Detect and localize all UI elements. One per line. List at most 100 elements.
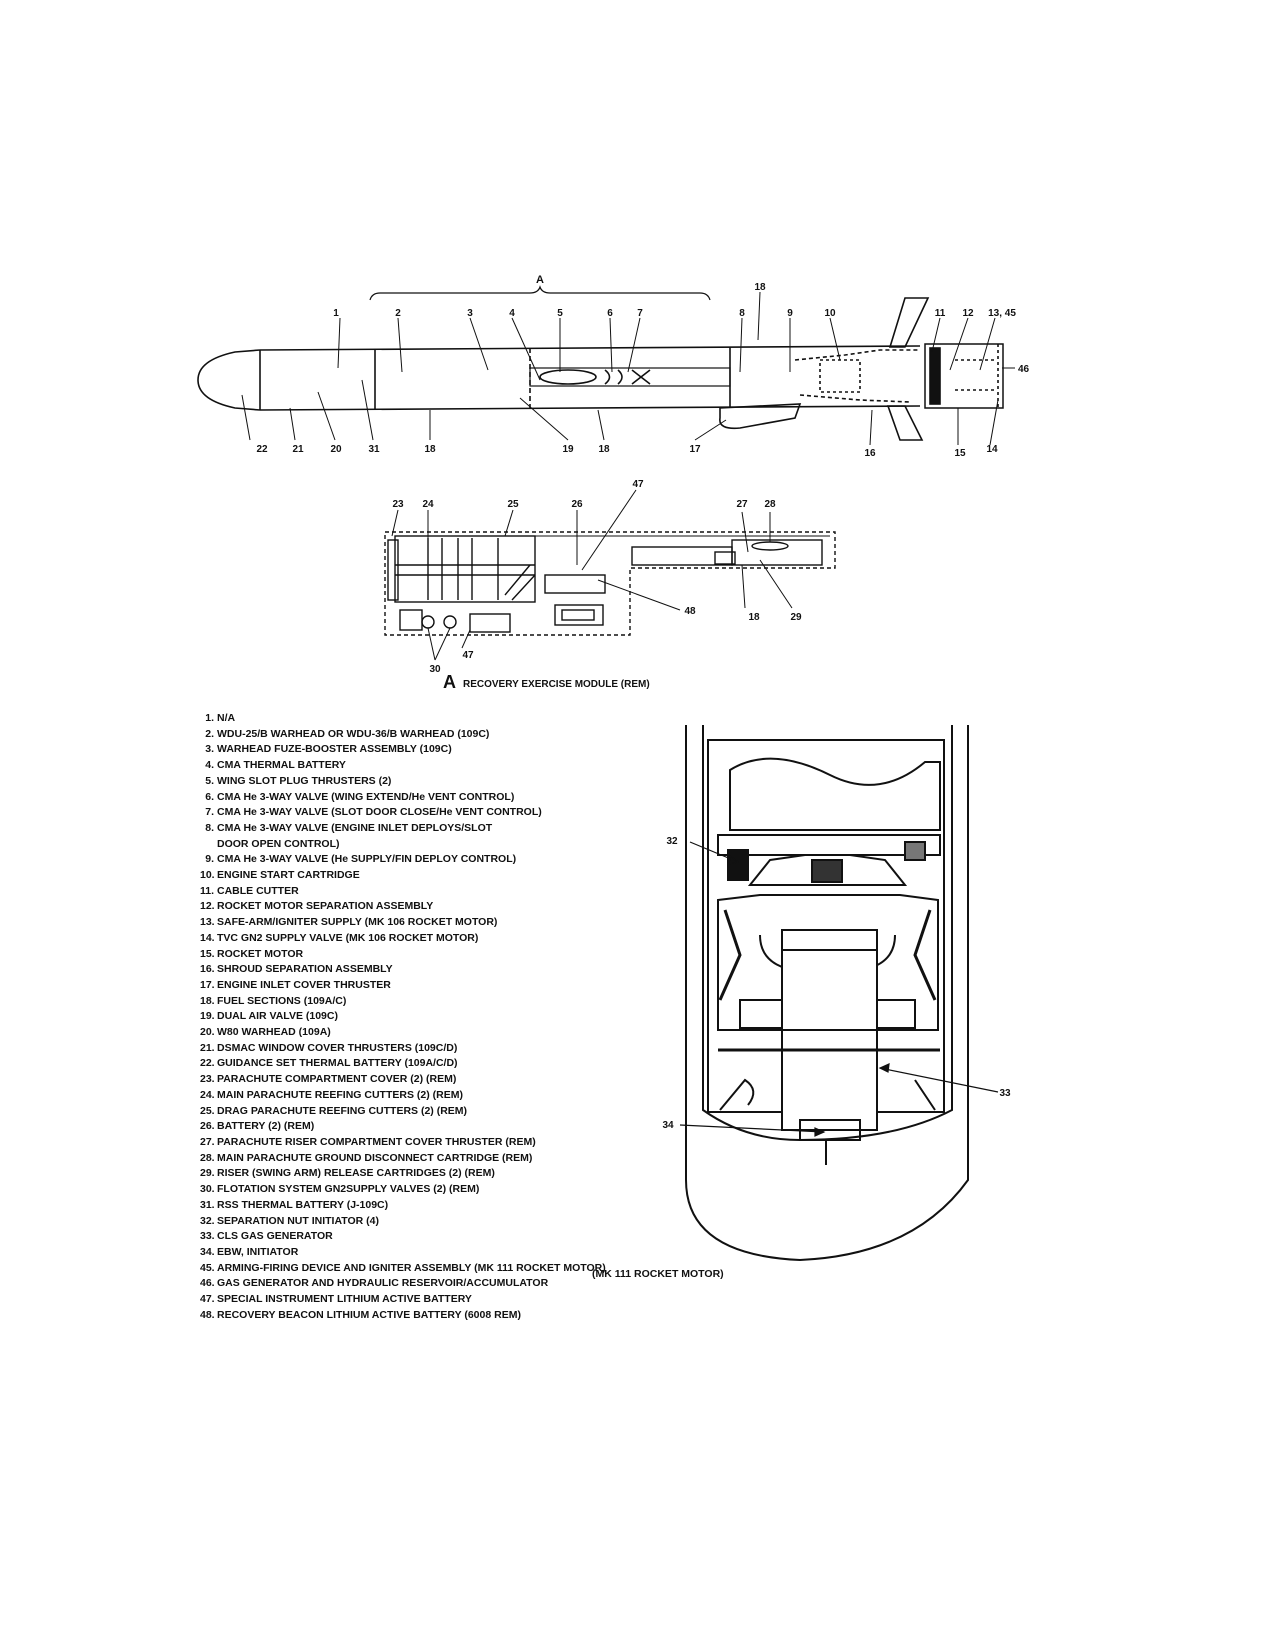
legend-item: 17.ENGINE INLET COVER THRUSTER xyxy=(200,978,391,991)
fin-top xyxy=(888,297,930,348)
legend-item: 34.EBW, INITIATOR xyxy=(200,1245,299,1258)
legend-item: 25.DRAG PARACHUTE REEFING CUTTERS (2) (R… xyxy=(200,1104,468,1117)
callout-23: 23 xyxy=(392,499,404,510)
callout-6: 6 xyxy=(607,308,613,319)
callout-11: 11 xyxy=(935,308,946,319)
callout-21: 21 xyxy=(292,444,304,455)
legend-item: 3.WARHEAD FUZE-BOOSTER ASSEMBLY (109C) xyxy=(205,743,452,756)
legend-item: 15.ROCKET MOTOR xyxy=(200,947,304,960)
legend-item: 9.CMA He 3-WAY VALVE (He SUPPLY/FIN DEPL… xyxy=(205,853,517,866)
legend-item: 12.ROCKET MOTOR SEPARATION ASSEMBLY xyxy=(200,900,434,913)
legend-item: 2.WDU-25/B WARHEAD OR WDU-36/B WARHEAD (… xyxy=(205,727,490,740)
callout-10: 10 xyxy=(824,308,836,319)
rocket-motor xyxy=(924,343,1004,409)
legend-item: 6.CMA He 3-WAY VALVE (WING EXTEND/He VEN… xyxy=(205,790,515,803)
callout-13-45: 13, 45 xyxy=(988,308,1016,319)
callout-3: 3 xyxy=(467,308,473,319)
wing-slot-plug xyxy=(539,369,597,385)
callout-34: 34 xyxy=(662,1120,674,1131)
flotation-valve-2 xyxy=(443,615,457,629)
legend-item: 30.FLOTATION SYSTEM GN2SUPPLY VALVES (2)… xyxy=(200,1183,480,1196)
parachute-compartment xyxy=(394,535,536,603)
callout-22: 22 xyxy=(256,444,268,455)
legend-item: 20.W80 WARHEAD (109A) xyxy=(200,1026,331,1039)
callout-9: 9 xyxy=(787,308,793,319)
legend-item: 33.CLS GAS GENERATOR xyxy=(200,1230,333,1243)
engine-inlet xyxy=(719,403,802,430)
legend-item: 11.CABLE CUTTER xyxy=(200,884,299,897)
legend-item: 23.PARACHUTE COMPARTMENT COVER (2) (REM) xyxy=(200,1073,457,1086)
legend-item: 7.CMA He 3-WAY VALVE (SLOT DOOR CLOSE/He… xyxy=(205,806,542,819)
legend-item: 21.DSMAC WINDOW COVER THRUSTERS (109C/D) xyxy=(200,1041,458,1054)
gas-generator-housing xyxy=(717,894,939,1031)
legend-item: 8.CMA He 3-WAY VALVE (ENGINE INLET DEPLO… xyxy=(205,821,493,834)
legend-item: 27.PARACHUTE RISER COMPARTMENT COVER THR… xyxy=(200,1135,536,1148)
callout-27: 27 xyxy=(736,499,748,510)
callout-8: 8 xyxy=(739,308,745,319)
legend-item: 16.SHROUD SEPARATION ASSEMBLY xyxy=(200,963,393,976)
rem-battery xyxy=(544,574,606,594)
callout-7: 7 xyxy=(637,308,643,319)
legend-item: 14.TVC GN2 SUPPLY VALVE (MK 106 ROCKET M… xyxy=(200,931,479,944)
legend-item: DOOR OPEN CONTROL) xyxy=(217,837,340,850)
legend-item: 22.GUIDANCE SET THERMAL BATTERY (109A/C/… xyxy=(200,1057,458,1070)
callout-25: 25 xyxy=(507,499,519,510)
legend-item: 29.RISER (SWING ARM) RELEASE CARTRIDGES … xyxy=(200,1167,495,1180)
callout-14: 14 xyxy=(986,444,998,455)
legend-item: 24.MAIN PARACHUTE REEFING CUTTERS (2) (R… xyxy=(200,1088,463,1101)
flotation-valve-1 xyxy=(421,615,435,629)
callout-47-bottom: 47 xyxy=(462,650,474,661)
legend-overflow-note: (MK 111 ROCKET MOTOR) xyxy=(592,1268,724,1280)
callout-18-rem: 18 xyxy=(748,612,760,623)
legend-item: 5.WING SLOT PLUG THRUSTERS (2) xyxy=(205,774,392,787)
legend-item: 10.ENGINE START CARTRIDGE xyxy=(200,869,360,882)
parts-legend: 1.N/A 2.WDU-25/B WARHEAD OR WDU-36/B WAR… xyxy=(200,711,760,1323)
callout-48: 48 xyxy=(684,606,696,617)
rem-caption-letter: A xyxy=(443,672,456,692)
legend-item: 45.ARMING-FIRING DEVICE AND IGNITER ASSE… xyxy=(200,1261,606,1274)
callout-5: 5 xyxy=(557,308,563,319)
rem-detail-view: 23 24 25 26 47 27 28 48 18 29 30 47 xyxy=(384,479,836,675)
callout-26: 26 xyxy=(571,499,583,510)
rem-caption-text: RECOVERY EXERCISE MODULE (REM) xyxy=(463,679,650,690)
ground-disconnect-cartridge xyxy=(751,541,789,551)
callout-29: 29 xyxy=(790,612,802,623)
callout-19: 19 xyxy=(562,444,574,455)
callout-4: 4 xyxy=(509,308,515,319)
callout-17: 17 xyxy=(689,444,701,455)
nose-cone xyxy=(197,349,261,411)
legend-item: 28.MAIN PARACHUTE GROUND DISCONNECT CART… xyxy=(200,1151,533,1164)
legend-item: 1.N/A xyxy=(205,712,236,724)
callout-30: 30 xyxy=(429,664,441,675)
legend-item: 4.CMA THERMAL BATTERY xyxy=(205,759,346,772)
callout-18-bottom-b: 18 xyxy=(598,444,610,455)
outer-shell xyxy=(685,725,969,1262)
legend-item: 13.SAFE-ARM/IGNITER SUPPLY (MK 106 ROCKE… xyxy=(200,916,498,929)
callout-31: 31 xyxy=(368,444,380,455)
callout-1: 1 xyxy=(333,308,339,319)
legend-item: 26.BATTERY (2) (REM) xyxy=(200,1120,315,1133)
legend-item: 18.FUEL SECTIONS (109A/C) xyxy=(200,994,347,1007)
callout-32: 32 xyxy=(666,836,678,847)
callout-2: 2 xyxy=(395,308,401,319)
legend-item: 48.RECOVERY BEACON LITHIUM ACTIVE BATTER… xyxy=(200,1308,521,1321)
callout-46: 46 xyxy=(1018,364,1030,375)
callout-15: 15 xyxy=(954,448,966,459)
callout-24: 24 xyxy=(422,499,434,510)
dome xyxy=(729,757,941,831)
section-a-bracket xyxy=(369,285,711,301)
legend-item: 32.SEPARATION NUT INITIATOR (4) xyxy=(200,1214,379,1227)
separation-assembly-view: 32 33 34 xyxy=(662,725,1011,1262)
callout-18-bottom-a: 18 xyxy=(424,444,436,455)
callout-16: 16 xyxy=(864,448,876,459)
callout-47-top: 47 xyxy=(632,479,644,490)
legend-item: 19.DUAL AIR VALVE (109C) xyxy=(200,1010,338,1023)
fin-bottom xyxy=(886,405,924,441)
callout-28: 28 xyxy=(764,499,776,510)
callout-18-top: 18 xyxy=(754,282,766,293)
callout-20: 20 xyxy=(330,444,342,455)
missile-side-view: 1 2 3 4 5 6 7 18 8 9 10 11 12 13, 45 46 … xyxy=(197,274,1030,459)
legend-item: 31.RSS THERMAL BATTERY (J-109C) xyxy=(200,1198,389,1211)
section-a-label: A xyxy=(536,274,544,286)
